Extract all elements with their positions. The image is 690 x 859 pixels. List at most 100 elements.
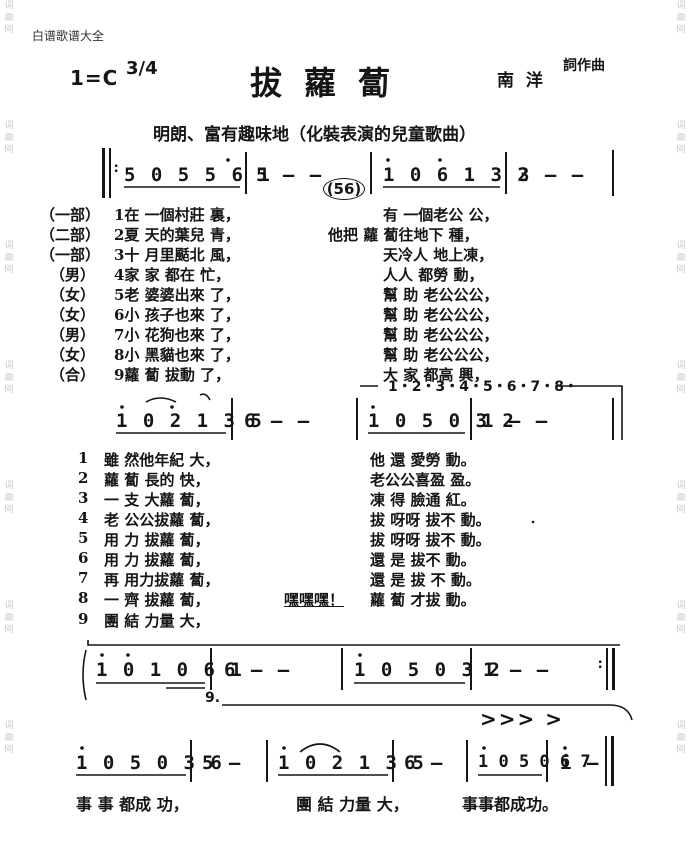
verse-number: 5	[78, 529, 89, 547]
lyric-line: 幫 助 老公公公，	[383, 306, 499, 324]
lyric-line: 天冷人 地上凍，	[383, 246, 494, 264]
watermark-text: 词曲网	[676, 361, 686, 395]
part-label: （男）	[50, 326, 96, 344]
watermark-text: 词曲网	[676, 601, 686, 635]
verse-number: 6	[78, 549, 89, 567]
watermark-text: 词曲网	[4, 601, 14, 635]
lyric-line: 一 齊 拔蘿 蔔，	[104, 591, 210, 609]
barline	[231, 398, 233, 440]
measure-13: 1 0 5 0 3 6	[76, 752, 224, 774]
repeat-dots: :	[112, 160, 123, 176]
measure-1: 5 0 5 5 6 1	[124, 164, 272, 186]
part-label: （合）	[50, 366, 96, 384]
repeat-end-dots: :	[596, 656, 607, 672]
barline	[266, 740, 268, 782]
lyric-line: 再 用力拔蘿 蔔，	[104, 571, 220, 589]
lyric-line: 老 公公拔蘿 蔔，	[104, 511, 220, 529]
measure-18: i —	[560, 752, 601, 774]
lyric-line: 3十 月里颳北 風，	[114, 246, 240, 264]
measure-5: 1 0 2 1 3 5	[116, 410, 264, 432]
verse-number: 2	[78, 469, 89, 487]
lyric-line: 雖 然他年紀 大，	[104, 451, 220, 469]
lyric-line: 蘿 蔔 才拔 動。	[370, 591, 476, 609]
watermark-text: 词曲网	[676, 241, 686, 275]
watermark-text: 词曲网	[676, 121, 686, 155]
lyric-line: 拔 呀呀 拔不 動。	[370, 531, 491, 549]
measure-8: 1 — —	[482, 410, 550, 432]
song-title: 拔蘿蔔	[250, 64, 413, 102]
lyric-line: 凍 得 臉通 紅。	[370, 491, 476, 509]
time-signature: 3/4	[126, 58, 158, 79]
lyric-line: 還 是 拔 不 動。	[370, 571, 481, 589]
barline	[370, 152, 372, 194]
lyric-line: 5老 婆婆出來 了，	[114, 286, 240, 304]
verse-number: 3	[78, 489, 89, 507]
watermark-strip-left: 词曲网 词曲网 词曲网 词曲网 词曲网 词曲网 词曲网	[0, 0, 18, 859]
measure-7: 1 0 5 0 3 2	[368, 410, 516, 432]
verse-bracket-line	[360, 385, 623, 440]
part-label: （一部）	[40, 206, 101, 224]
barline	[470, 398, 472, 440]
verse-number: 8	[78, 589, 89, 607]
watermark-strip-right: 词曲网 词曲网 词曲网 词曲网 词曲网 词曲网 词曲网	[672, 0, 690, 859]
verse-bracket-numbers: 1・2・3・4・5・6・7・8・	[388, 379, 578, 395]
lyric-line: 用 力 拔蘿 蔔，	[104, 551, 210, 569]
watermark-text: 词曲网	[676, 481, 686, 515]
final-barline-thin	[605, 736, 607, 786]
watermark-text: 词曲网	[4, 121, 14, 155]
verse-number: 7	[78, 569, 89, 587]
lyric-line: 大 家 都高 興，	[383, 366, 489, 384]
song-credit: 詞作曲	[563, 58, 605, 74]
accent-marks: >>> >	[480, 707, 564, 731]
part-label: （男）	[50, 266, 96, 284]
song-author: 南 洋	[497, 71, 546, 91]
lyric-line: 2夏 天的葉兒 青，	[114, 226, 240, 244]
measure-12: 1 — —	[483, 659, 551, 681]
watermark-text: 词曲网	[4, 241, 14, 275]
measure-17: 1 0 5 0 6 7	[478, 752, 591, 772]
measure-11: 1 0 5 0 3 2	[354, 659, 502, 681]
part-label: （一部）	[40, 246, 101, 264]
lyric-line: 他把 蘿 蔔往地下 種，	[328, 226, 479, 244]
lyric-line: 幫 助 老公公公，	[383, 326, 499, 344]
slur	[145, 397, 177, 403]
measure-9: 1 0 1 0 6 1	[96, 659, 244, 681]
lyric-line: 1在 一個村莊 裏，	[114, 206, 240, 224]
watermark-text: 词曲网	[676, 1, 686, 35]
repeat-end-thick	[612, 648, 615, 690]
barline	[470, 648, 472, 690]
lyric-line: 有 一個老公 公，	[383, 206, 499, 224]
barline	[612, 150, 614, 196]
measure-10: 6 — —	[224, 659, 292, 681]
lyric-line: 幫 助 老公公公，	[383, 286, 499, 304]
measure-15: 1 0 2 1 3 5	[278, 752, 426, 774]
ending-bracket-bottom	[222, 704, 633, 721]
part-label: （女）	[50, 306, 96, 324]
repeat-end-thin	[606, 648, 608, 690]
key-signature: 1=C	[70, 66, 119, 90]
verse-number: 4	[78, 509, 89, 527]
barline	[356, 398, 358, 440]
barline	[505, 152, 507, 194]
lyric-line: 6小 孩子也來 了，	[114, 306, 240, 324]
lyric-line: 拔 呀呀 拔不 動。	[370, 511, 491, 529]
watermark-text: 词曲网	[4, 721, 14, 755]
repeat-notes-circled: (56)	[323, 178, 365, 200]
site-header: 白谱歌谱大全	[32, 29, 105, 43]
measure-6: 6 — —	[244, 410, 312, 432]
lyric-line: 7小 花狗也來 了，	[114, 326, 240, 344]
barline	[190, 740, 192, 782]
measure-16: 6 —	[404, 752, 445, 774]
slur	[299, 743, 341, 753]
lyric-line: 8小 黑貓也來 了，	[114, 346, 240, 364]
measure-14: 5 —	[202, 752, 243, 774]
part-label: （二部）	[40, 226, 101, 244]
lyric-line: 人人 都勞 動，	[383, 266, 484, 284]
part-label: （女）	[50, 286, 96, 304]
barline	[392, 740, 394, 782]
barline	[546, 740, 548, 782]
final-lyric-a: 事 事 都成 功，	[76, 795, 189, 814]
lyric-line: 還 是 拔不 動。	[370, 551, 476, 569]
barline	[341, 648, 343, 690]
barline	[210, 648, 212, 690]
